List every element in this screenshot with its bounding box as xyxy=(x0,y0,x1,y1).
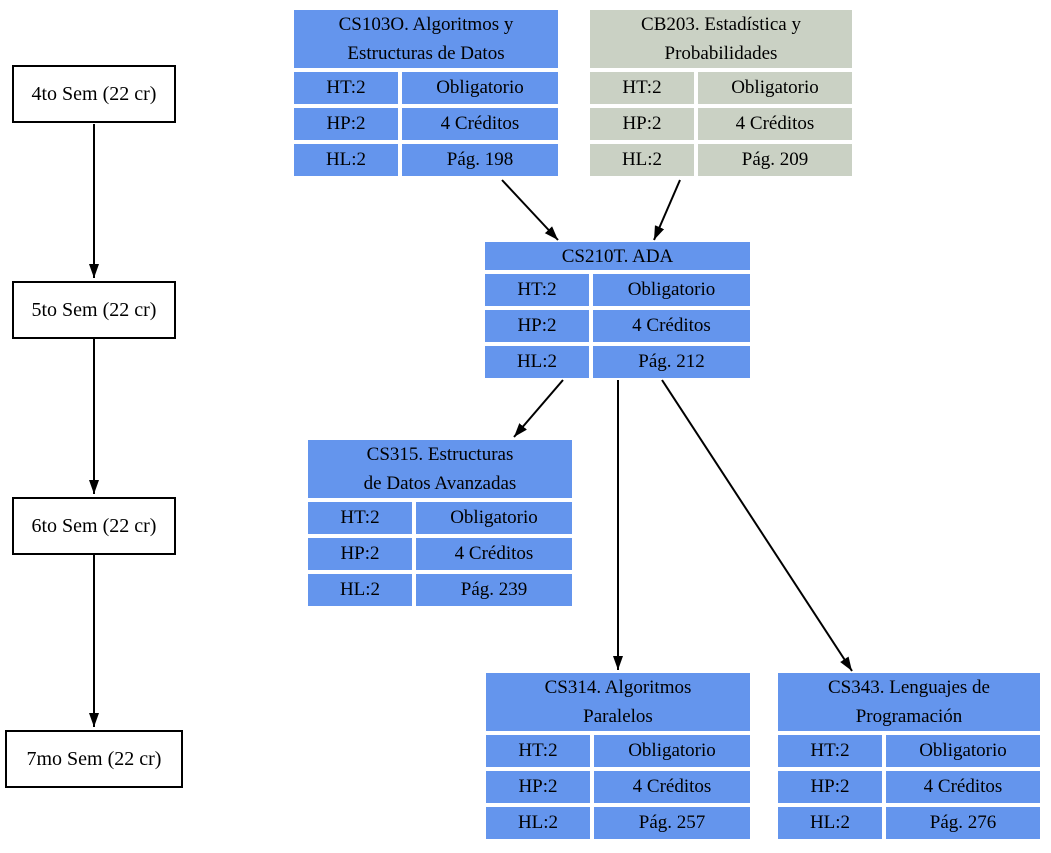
semester-box-7mo: 7mo Sem (22 cr) xyxy=(5,730,183,788)
course-ht-cell: HT:2 xyxy=(778,735,882,767)
course-title-line: CS343. Lenguajes de xyxy=(827,677,990,698)
course-card-cs210t: CS210T. ADA HT:2 Obligatorio HP:2 4 Créd… xyxy=(485,242,750,378)
edge-cs210t-cs343 xyxy=(661,379,853,672)
course-credits-cell: 4 Créditos xyxy=(593,310,750,342)
course-title-line: Paralelos xyxy=(583,706,653,727)
course-hp-cell: HP:2 xyxy=(308,538,412,570)
course-title-line: CS103O. Algoritmos y xyxy=(338,14,514,35)
course-hl-cell: HL:2 xyxy=(778,807,882,839)
course-title: CS210T. ADA xyxy=(485,242,750,270)
semester-box-4to: 4to Sem (22 cr) xyxy=(12,65,176,123)
course-title-line: Programación xyxy=(855,706,963,727)
course-hl-cell: HL:2 xyxy=(485,346,589,378)
edge-cs103o-cs210t xyxy=(501,179,559,241)
course-ht-cell: HT:2 xyxy=(308,502,412,534)
course-hp-cell: HP:2 xyxy=(486,771,590,803)
course-page-cell: Pág. 239 xyxy=(416,574,572,606)
course-card-cs314: CS314. Algoritmos Paralelos HT:2 Obligat… xyxy=(486,673,750,839)
course-title-line: Probabilidades xyxy=(664,43,778,64)
course-hl-cell: HL:2 xyxy=(486,807,590,839)
course-ht-cell: HT:2 xyxy=(590,72,694,104)
course-ht-cell: HT:2 xyxy=(485,274,589,306)
course-page-cell: Pág. 257 xyxy=(594,807,750,839)
course-page-cell: Pág. 212 xyxy=(593,346,750,378)
semester-box-5to: 5to Sem (22 cr) xyxy=(12,281,176,339)
edge-cb203-cs210t xyxy=(653,179,681,241)
course-title-line: Estructuras de Datos xyxy=(347,43,505,64)
course-type-cell: Obligatorio xyxy=(594,735,750,767)
course-credits-cell: 4 Créditos xyxy=(416,538,572,570)
course-type-cell: Obligatorio xyxy=(593,274,750,306)
course-type-cell: Obligatorio xyxy=(416,502,572,534)
course-hp-cell: HP:2 xyxy=(590,108,694,140)
semester-label: 7mo Sem (22 cr) xyxy=(26,747,162,770)
course-title: CS103O. Algoritmos y Estructuras de Dato… xyxy=(294,10,558,68)
course-hp-cell: HP:2 xyxy=(485,310,589,342)
course-title-line: CS315. Estructuras xyxy=(366,444,514,465)
course-hp-cell: HP:2 xyxy=(778,771,882,803)
semester-label: 6to Sem (22 cr) xyxy=(31,514,157,537)
course-card-cs103o: CS103O. Algoritmos y Estructuras de Dato… xyxy=(294,10,558,176)
course-hl-cell: HL:2 xyxy=(294,144,398,176)
course-card-cb203: CB203. Estadística y Probabilidades HT:2… xyxy=(590,10,852,176)
course-title: CB203. Estadística y Probabilidades xyxy=(590,10,852,68)
course-title-line: CB203. Estadística y xyxy=(641,14,801,35)
course-type-cell: Obligatorio xyxy=(698,72,852,104)
edge-cs210t-cs315 xyxy=(513,379,564,438)
course-card-cs315: CS315. Estructuras de Datos Avanzadas HT… xyxy=(308,440,572,606)
course-credits-cell: 4 Créditos xyxy=(886,771,1040,803)
course-credits-cell: 4 Créditos xyxy=(594,771,750,803)
course-title: CS314. Algoritmos Paralelos xyxy=(486,673,750,731)
course-page-cell: Pág. 276 xyxy=(886,807,1040,839)
course-title-line: CS210T. ADA xyxy=(561,245,674,267)
course-title: CS343. Lenguajes de Programación xyxy=(778,673,1040,731)
course-hp-cell: HP:2 xyxy=(294,108,398,140)
course-ht-cell: HT:2 xyxy=(294,72,398,104)
course-title-line: CS314. Algoritmos xyxy=(544,677,692,698)
course-title: CS315. Estructuras de Datos Avanzadas xyxy=(308,440,572,498)
course-ht-cell: HT:2 xyxy=(486,735,590,767)
course-type-cell: Obligatorio xyxy=(402,72,558,104)
course-hl-cell: HL:2 xyxy=(590,144,694,176)
course-hl-cell: HL:2 xyxy=(308,574,412,606)
course-page-cell: Pág. 209 xyxy=(698,144,852,176)
semester-label: 5to Sem (22 cr) xyxy=(31,298,157,321)
course-type-cell: Obligatorio xyxy=(886,735,1040,767)
course-page-cell: Pág. 198 xyxy=(402,144,558,176)
course-title-line: de Datos Avanzadas xyxy=(363,473,517,494)
course-card-cs343: CS343. Lenguajes de Programación HT:2 Ob… xyxy=(778,673,1040,839)
course-credits-cell: 4 Créditos xyxy=(402,108,558,140)
course-credits-cell: 4 Créditos xyxy=(698,108,852,140)
semester-label: 4to Sem (22 cr) xyxy=(31,82,157,105)
semester-box-6to: 6to Sem (22 cr) xyxy=(12,497,176,555)
